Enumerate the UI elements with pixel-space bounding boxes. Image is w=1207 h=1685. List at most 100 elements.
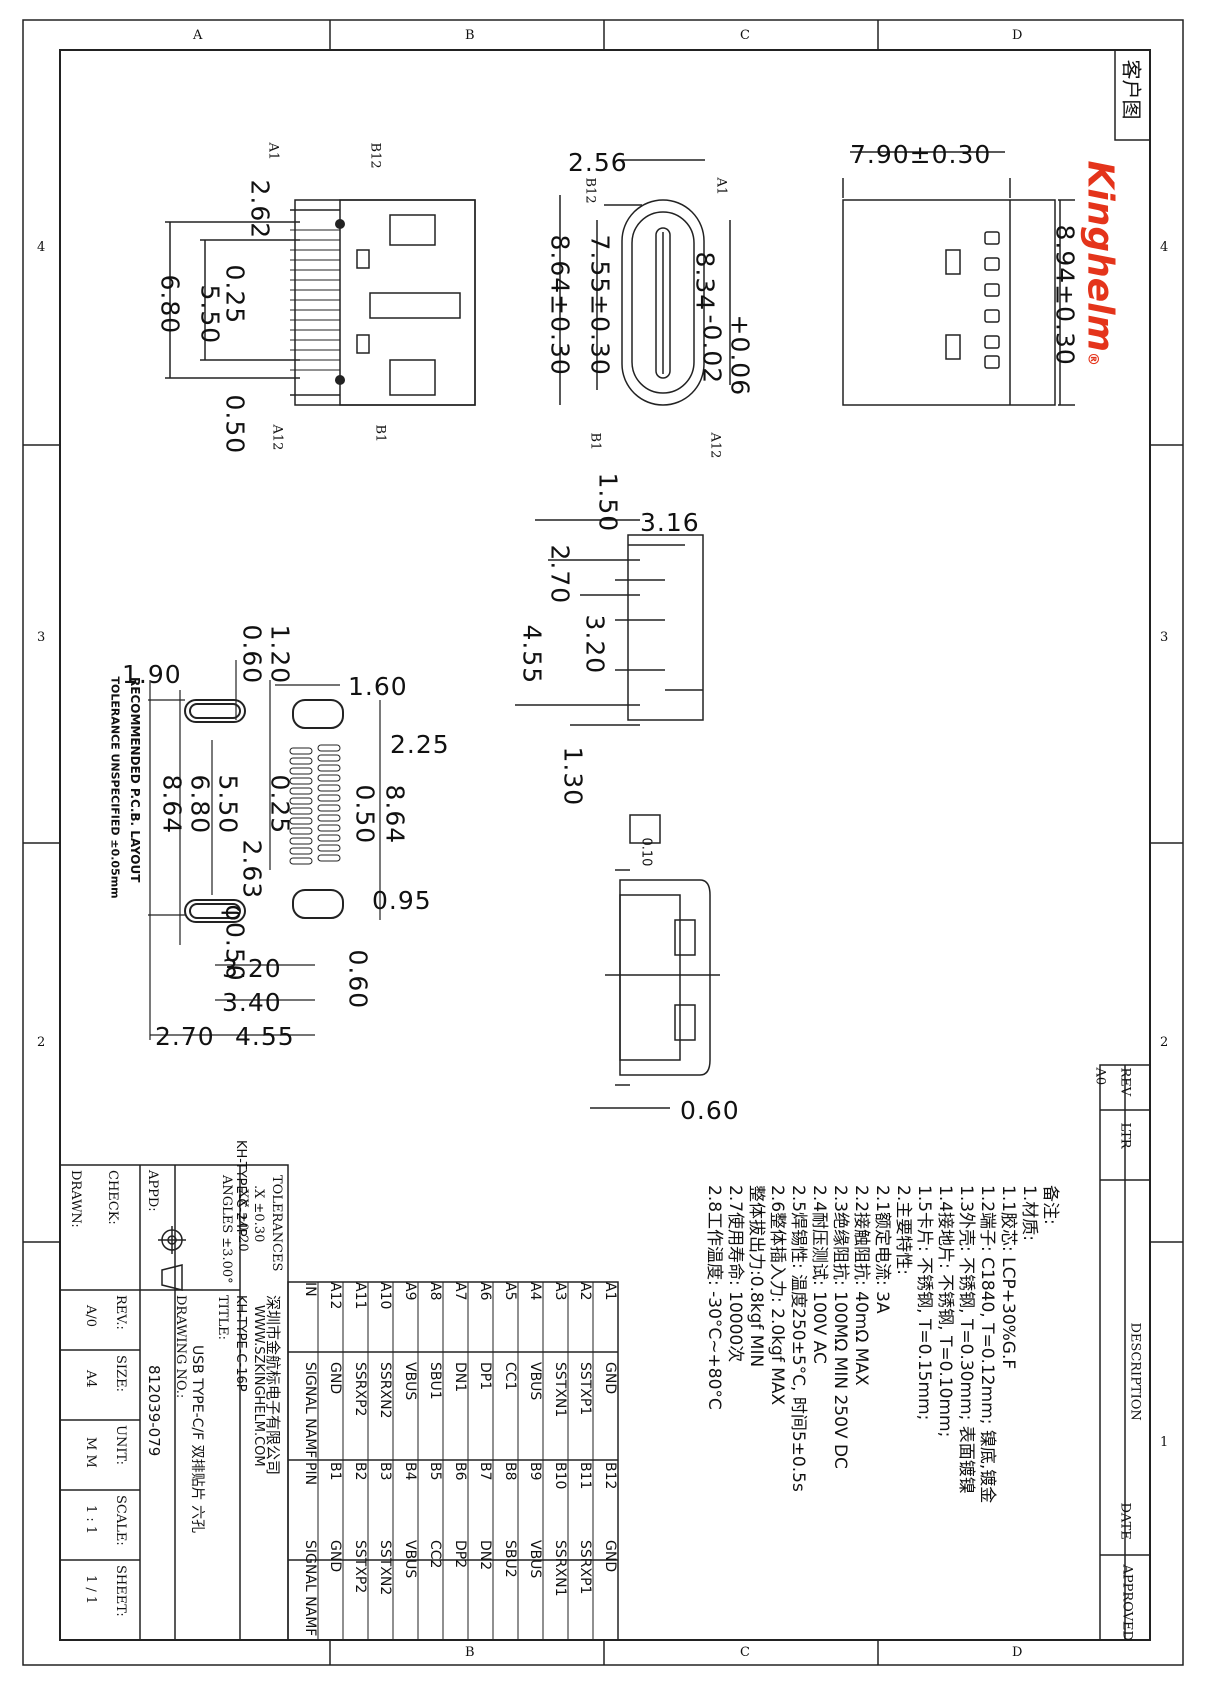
dim-pcb-263: 2.63 — [237, 839, 267, 900]
side-part-number: KH-TYPE-C-24P — [233, 1140, 248, 1237]
notes-heading: 备注: — [1040, 1185, 1060, 1225]
projection-symbol — [158, 1226, 186, 1291]
signal-cell: SBU1 — [427, 1362, 443, 1400]
dim-pin-550: 5.50 — [195, 284, 225, 345]
signal-cell: VBUS — [402, 1362, 418, 1401]
pin-cell: B5 — [427, 1462, 443, 1481]
pcb-dimension-lines — [148, 660, 381, 1040]
signal-cell: SSRXP2 — [352, 1362, 368, 1417]
sheet-value: 1 / 1 — [83, 1575, 98, 1605]
dim-top-width: 7.90±0.30 — [850, 140, 992, 169]
signal-cell: GND — [327, 1362, 343, 1395]
signal-cell: SSTXP2 — [352, 1540, 368, 1594]
dim-side-270: 2.70 — [545, 544, 575, 605]
unit-value: M M — [83, 1437, 98, 1468]
rev-value: A0 — [1092, 1067, 1108, 1086]
zone-letter-d-bottom: D — [1012, 1645, 1023, 1660]
pin-cell: A8 — [427, 1282, 443, 1301]
dim-side-455: 4.55 — [517, 624, 547, 685]
top-view-pads — [945, 231, 1000, 369]
dim-pin-680: 6.80 — [155, 274, 185, 335]
pin-cell: B6 — [452, 1462, 468, 1481]
description-header: DESCRIPTION — [1127, 1322, 1143, 1421]
pin-view-marker-b12 — [335, 219, 345, 229]
pin-label-b12: B12 — [367, 142, 383, 169]
dim-pin-025: 0.25 — [220, 264, 250, 325]
dim-front-834: 8.34 — [690, 251, 720, 312]
zone-ticks — [23, 20, 1183, 1665]
scale-value: 1 : 1 — [83, 1505, 98, 1535]
dim-pcb-550: 5.50 — [213, 774, 243, 835]
note-line: 2.5焊锡性: 温度250±5°C, 时间5±0.5s — [788, 1185, 808, 1492]
zone-number-2-right: 2 — [1160, 1035, 1169, 1050]
note-line: 1.3外壳: 不锈钢, T=0.30mm; 表面镀镍 — [956, 1185, 976, 1494]
zone-letter-c-top: C — [740, 28, 750, 43]
pin-label-b1: B1 — [372, 424, 388, 443]
dim-pcb-025: 0.25 — [265, 774, 295, 835]
pin-cell: B12 — [602, 1462, 618, 1490]
front-label-b1: B1 — [587, 432, 603, 451]
pin-table-row-lines — [317, 1282, 594, 1640]
title-label: TITLE: — [215, 1295, 230, 1340]
dim-front-tol-minus: -0.02 — [697, 314, 727, 385]
pin-view — [165, 199, 476, 406]
pin-label-a1: A1 — [265, 142, 281, 161]
appd-label: APPD: — [145, 1170, 160, 1212]
pin-cell: A3 — [552, 1282, 568, 1301]
dim-pcb-190: 1.90 — [122, 660, 182, 689]
bottom-side-view — [590, 814, 720, 1109]
pin-cell: A5 — [502, 1282, 518, 1301]
pin-cell: B3 — [377, 1462, 393, 1481]
pin-view-marker-b1 — [335, 375, 345, 385]
pin-cell: A6 — [477, 1282, 493, 1301]
drawing-no: 812039-079 — [145, 1365, 163, 1457]
dim-pcb-160: 1.60 — [348, 672, 408, 701]
note-line: 整体拔出力:0.8kgf MIN — [746, 1185, 766, 1368]
dim-pcb-864-left: 8.64 — [157, 774, 187, 835]
signal-cell: GND — [602, 1540, 618, 1573]
pin-cell: B10 — [552, 1462, 568, 1490]
note-line: 2.1额定电流: 3A — [872, 1185, 892, 1314]
dim-pcb-455: 4.55 — [235, 1022, 295, 1051]
zone-number-3-left: 3 — [37, 630, 46, 645]
note-line: 2.主要特性: — [893, 1185, 913, 1275]
dim-front-tol-plus: +0.06 — [725, 314, 755, 397]
dim-side-316: 3.16 — [640, 508, 700, 537]
part-number: KH-TYPE-C-16P — [233, 1295, 248, 1392]
customer-drawing-label: 客户图 — [1119, 59, 1144, 120]
pcb-layout — [184, 699, 344, 923]
dim-side-130: 1.30 — [558, 746, 588, 807]
note-line: 1.1胶芯: LCP+30%G.F — [998, 1185, 1018, 1370]
signal-cell: SSTXN1 — [552, 1362, 568, 1418]
unit-label: UNIT: — [113, 1425, 128, 1466]
note-line: 2.2接触阻抗: 40mΩ MAX — [851, 1185, 871, 1386]
signal-cell: GND — [327, 1540, 343, 1573]
title-block: TOLERANCES .X ±0.30 .XX ±0.20 ANGLES ±3.… — [60, 1140, 288, 1640]
signal-cell: GND — [602, 1362, 618, 1395]
pcb-pads — [289, 744, 341, 865]
zone-letter-d-top: D — [1012, 28, 1023, 43]
note-line: 2.3绝缘阻抗: 100MΩ MIN 250V DC — [830, 1185, 850, 1469]
side-view — [515, 519, 704, 726]
pin-cell: A7 — [452, 1282, 468, 1301]
note-line: 2.6整体插入力: 2.0kgf MAX — [767, 1185, 787, 1406]
note-line: 2.7使用寿命: 10000次 — [725, 1185, 745, 1363]
top-view — [842, 151, 1075, 406]
date-header: DATE — [1117, 1502, 1133, 1540]
dim-front-256: 2.56 — [568, 148, 628, 177]
pin-cell: A11 — [352, 1282, 368, 1310]
zone-letter-b-top: B — [465, 28, 475, 43]
dim-pcb-060-bottom: 0.60 — [343, 949, 373, 1010]
dim-pcb-095: 0.95 — [372, 886, 432, 915]
note-line: 2.4耐压测试: 100V AC — [809, 1185, 829, 1364]
zone-number-1-right: 1 — [1160, 1435, 1169, 1450]
front-label-b12: B12 — [582, 177, 598, 204]
dim-pcb-120: 1.20 — [265, 624, 295, 685]
signal-cell: DN1 — [452, 1362, 468, 1393]
dim-pcb-060: 0.60 — [237, 624, 267, 685]
signal-cell: VBUS — [402, 1540, 418, 1579]
pin-header: IN — [302, 1282, 318, 1297]
sheet-label: SHEET: — [113, 1565, 128, 1617]
pin-cell: A1 — [602, 1282, 618, 1301]
note-line: 1.4接地片: 不锈钢, T=0.10mm; — [935, 1185, 955, 1438]
